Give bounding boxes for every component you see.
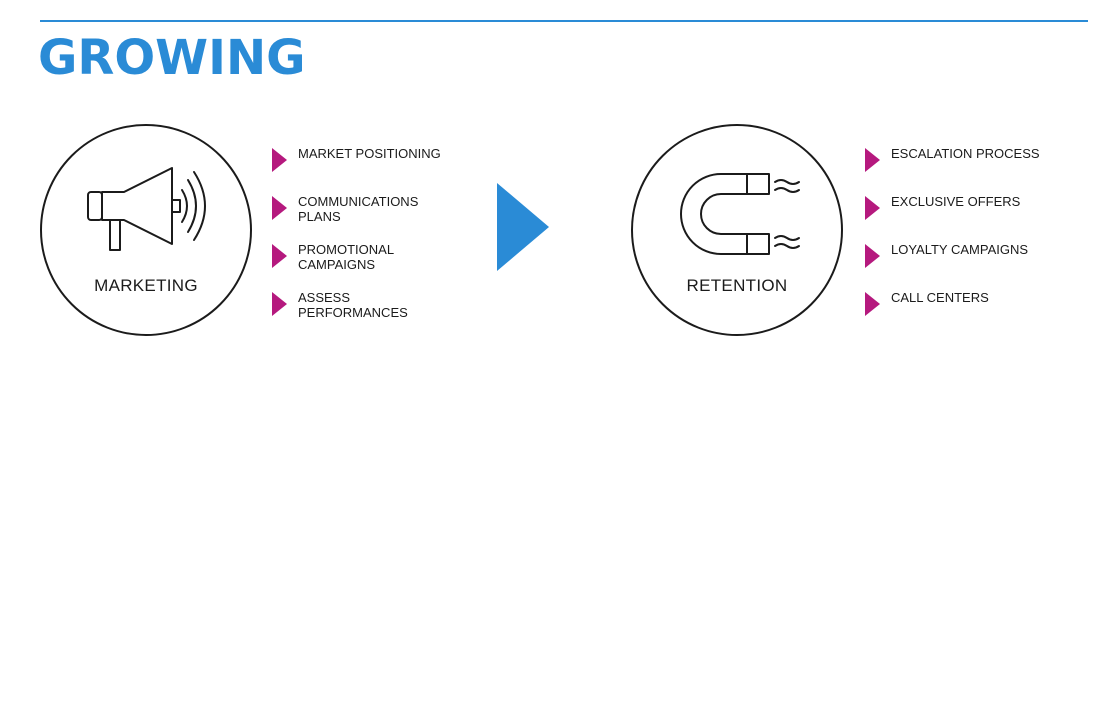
list-item: ASSESS PERFORMANCES	[272, 290, 448, 338]
top-divider	[40, 20, 1088, 22]
magnet-icon	[680, 173, 800, 255]
list-item-text: ASSESS PERFORMANCES	[298, 290, 408, 320]
bullet-triangle-icon	[865, 244, 880, 268]
play-arrow-icon	[497, 183, 549, 271]
retention-list: ESCALATION PROCESS EXCLUSIVE OFFERS LOYA…	[865, 146, 1041, 338]
bullet-triangle-icon	[272, 196, 287, 220]
list-item: ESCALATION PROCESS	[865, 146, 1041, 194]
megaphone-icon	[87, 167, 206, 251]
list-item-text: LOYALTY CAMPAIGNS	[891, 242, 1029, 257]
list-item: COMMUNICATIONS PLANS	[272, 194, 448, 242]
list-item-text: COMMUNICATIONS PLANS	[298, 194, 419, 224]
bullet-triangle-icon	[865, 196, 880, 220]
list-item: LOYALTY CAMPAIGNS	[865, 242, 1041, 290]
retention-circle: RETENTION	[631, 124, 843, 336]
marketing-list: MARKET POSITIONING COMMUNICATIONS PLANS …	[272, 146, 448, 338]
bullet-triangle-icon	[865, 148, 880, 172]
page-title: GROWING	[38, 30, 306, 86]
bullet-triangle-icon	[865, 292, 880, 316]
list-item: PROMOTIONAL CAMPAIGNS	[272, 242, 448, 290]
list-item: EXCLUSIVE OFFERS	[865, 194, 1041, 242]
marketing-circle: MARKETING	[40, 124, 252, 336]
bullet-triangle-icon	[272, 148, 287, 172]
list-item-text: ESCALATION PROCESS	[891, 146, 1040, 161]
list-item-text: PROMOTIONAL CAMPAIGNS	[298, 242, 394, 272]
list-item: MARKET POSITIONING	[272, 146, 448, 194]
bullet-triangle-icon	[272, 244, 287, 268]
bullet-triangle-icon	[272, 292, 287, 316]
list-item-text: EXCLUSIVE OFFERS	[891, 194, 1021, 209]
list-item-text: CALL CENTERS	[891, 290, 989, 305]
list-item: CALL CENTERS	[865, 290, 1041, 338]
list-item-text: MARKET POSITIONING	[298, 146, 441, 161]
stage-label-retention: RETENTION	[686, 276, 788, 295]
stage-label-marketing: MARKETING	[94, 276, 198, 295]
